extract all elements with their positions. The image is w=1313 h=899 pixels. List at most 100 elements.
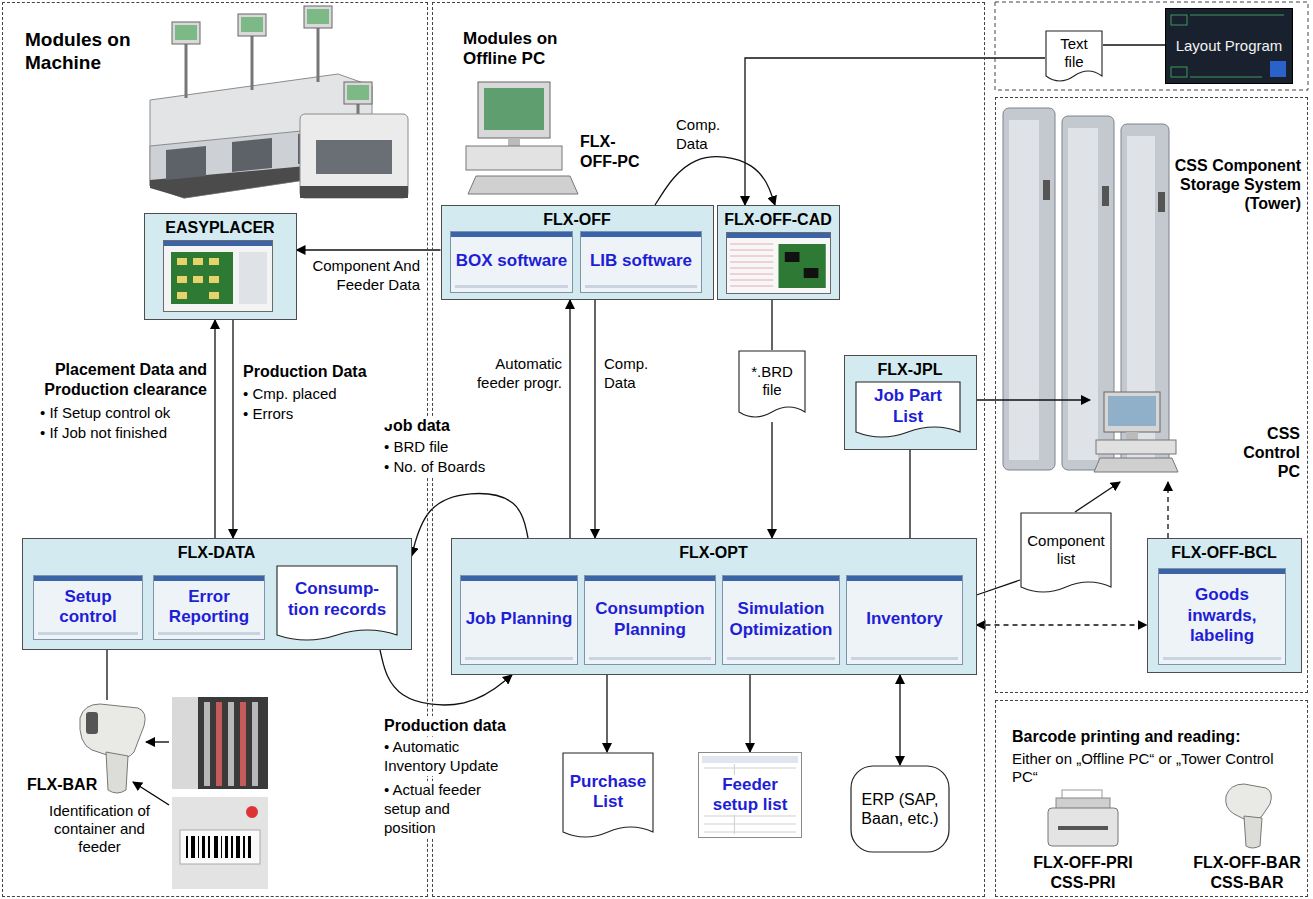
screen-frame bbox=[465, 657, 573, 660]
barcode-label-photo bbox=[225, 836, 228, 858]
layout-traces bbox=[1190, 77, 1262, 78]
screen-frame bbox=[34, 576, 142, 581]
placer-screenshot bbox=[193, 258, 203, 265]
bullet-note: • BRD file bbox=[384, 438, 504, 457]
barcode-scanner bbox=[1226, 784, 1272, 821]
control-pc bbox=[1096, 440, 1176, 454]
barcode-label-photo bbox=[208, 836, 210, 858]
placement-machines bbox=[175, 25, 197, 40]
feeder-photo bbox=[204, 702, 210, 786]
bullet-note: • If Job not finished bbox=[40, 424, 210, 443]
control-pc bbox=[1108, 396, 1156, 426]
screen-frame bbox=[455, 285, 568, 288]
screen-panel: Setup control bbox=[33, 575, 143, 640]
connector bbox=[977, 580, 1021, 595]
connector bbox=[606, 675, 607, 752]
screen-frame bbox=[851, 657, 958, 660]
feeder-photo bbox=[228, 702, 234, 786]
offline-pc bbox=[466, 146, 562, 170]
box-title: EASYPLACER bbox=[149, 218, 292, 237]
screen-panel: BOX software bbox=[450, 231, 573, 293]
module-group: CSS Control PCComponent listGoods inward… bbox=[995, 97, 1308, 693]
barcode-label-photo bbox=[191, 836, 195, 858]
barcode-label-photo bbox=[221, 836, 222, 858]
storage-towers bbox=[1158, 192, 1165, 212]
connector-label: Job data bbox=[384, 416, 494, 436]
barcode-scanner bbox=[1244, 816, 1262, 848]
device-node: FLX-BARIdentification of container and f… bbox=[22, 700, 167, 880]
photo-arrows bbox=[133, 742, 169, 805]
device-label: FLX-OFF-PRI bbox=[1025, 853, 1141, 873]
placer-screenshot bbox=[209, 292, 219, 299]
layout-traces bbox=[1171, 15, 1187, 25]
connector bbox=[1103, 44, 1165, 45]
barcode-label-photo bbox=[214, 836, 218, 858]
storage-towers bbox=[1003, 108, 1169, 470]
setup-list-sheet bbox=[702, 756, 798, 763]
storage-outline bbox=[850, 765, 950, 853]
placement-machines bbox=[150, 6, 408, 198]
document-shape: Purchase List bbox=[562, 752, 654, 842]
box-title: FLX-OFF bbox=[446, 210, 709, 229]
connector bbox=[771, 422, 772, 538]
cad-screenshot bbox=[730, 262, 773, 263]
offline-pc bbox=[508, 138, 520, 146]
setup-list-sheet bbox=[704, 832, 796, 833]
document-shape: *.BRD file bbox=[738, 350, 806, 422]
photo-arrows bbox=[133, 782, 169, 805]
connector bbox=[899, 675, 900, 765]
storage-towers bbox=[1043, 180, 1050, 200]
connector-label: Comp. Data bbox=[604, 355, 662, 393]
box-title: FLX-OFF-CAD bbox=[722, 210, 835, 229]
screen-panel: LIB software bbox=[580, 231, 702, 293]
node-text: Goods inwards, labeling bbox=[1163, 585, 1281, 646]
placement-machines bbox=[347, 85, 369, 100]
node-text: Inventory bbox=[866, 609, 943, 629]
offline-pc bbox=[468, 176, 578, 194]
setup-list-sheet bbox=[704, 768, 796, 769]
screen-panel: Consumption Planning bbox=[584, 575, 716, 665]
node-text: BOX software bbox=[456, 251, 567, 271]
placer-screenshot bbox=[193, 276, 203, 283]
barcode-label-photo bbox=[248, 836, 251, 858]
connector bbox=[569, 300, 570, 538]
screen-frame bbox=[581, 232, 701, 237]
feeder-photo bbox=[240, 702, 246, 786]
node-text: Error Reporting bbox=[158, 587, 260, 628]
feeder-photo bbox=[172, 697, 268, 789]
connector-label: Production data bbox=[384, 716, 514, 736]
bullet-note: • No. of Boards bbox=[384, 458, 504, 477]
feeder-photo bbox=[172, 697, 268, 789]
storage-towers bbox=[1102, 186, 1109, 206]
node-text: CSS Control PC bbox=[1220, 424, 1300, 482]
placement-machines bbox=[300, 114, 408, 198]
control-pc bbox=[1126, 432, 1138, 440]
placement-machines bbox=[344, 82, 372, 104]
cad-screenshot bbox=[730, 250, 773, 251]
node-text: LIB software bbox=[590, 251, 692, 271]
bullet-note: • Automatic Inventory Update bbox=[384, 738, 509, 776]
barcode-scanner bbox=[86, 712, 98, 734]
connector-label: Production Data bbox=[243, 362, 393, 382]
placement-machines bbox=[241, 17, 263, 32]
box-title: FLX-JPL bbox=[849, 360, 972, 379]
cad-screenshot bbox=[727, 233, 830, 238]
placer-screenshot bbox=[177, 292, 187, 299]
bullet-note: • Actual feeder setup and position bbox=[384, 781, 496, 837]
node-text: Feeder setup list bbox=[702, 775, 798, 816]
offline-pc bbox=[484, 88, 544, 130]
node-text: Setup control bbox=[38, 587, 138, 628]
placement-machines bbox=[317, 28, 320, 82]
storage-towers bbox=[1009, 120, 1039, 460]
node-text: Job Part List bbox=[859, 386, 957, 427]
cad-screenshot bbox=[784, 252, 799, 262]
placer-screenshot bbox=[171, 252, 233, 304]
connector bbox=[594, 300, 595, 538]
placement-machines bbox=[316, 140, 392, 174]
connector-label: Comp. Data bbox=[676, 116, 732, 154]
placer-screenshot bbox=[177, 276, 187, 283]
barcode-label-photo bbox=[198, 836, 199, 858]
node-text: Purchase List bbox=[566, 772, 650, 813]
cad-screenshot bbox=[730, 280, 773, 281]
